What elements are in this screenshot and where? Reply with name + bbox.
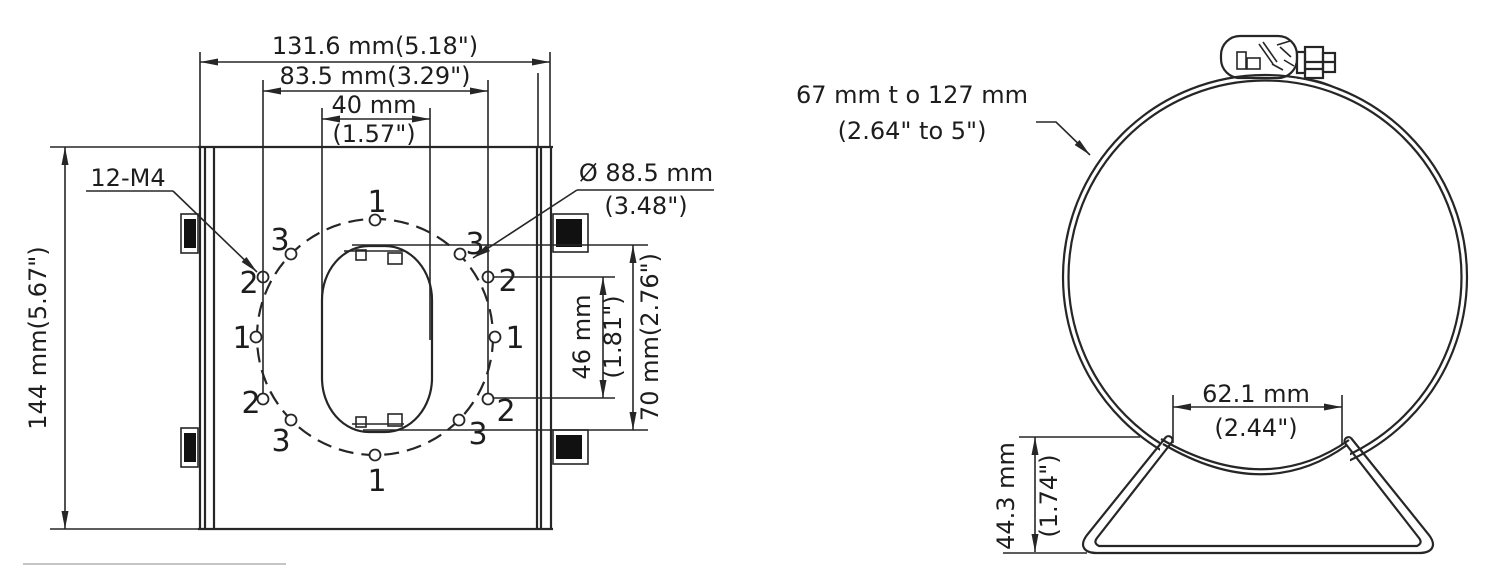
mounting-plate-drawing: 1 3 2 1 2 3 1 3 2 1 2 3 131.6 mm(5.18") … <box>23 32 714 565</box>
hole-1-left <box>249 330 263 344</box>
dim-slot-height: 70 mm(2.76") <box>352 244 664 431</box>
hole-label: 2 <box>498 264 517 299</box>
hole-3-lower-right <box>452 413 466 427</box>
hole-label: 3 <box>270 223 289 258</box>
pole-clamp-drawing: 67 mm t o 127 mm (2.64" to 5") 62.1 mm (… <box>796 34 1469 555</box>
dim-base-height-in-label: (1.74") <box>1035 454 1063 537</box>
side-boss-bottom-right <box>552 429 589 465</box>
center-opening <box>320 244 434 434</box>
dim-overall-width-label: 131.6 mm(5.18") <box>272 32 478 60</box>
clamp-buckle <box>1219 34 1341 91</box>
clamp-range-in-label: (2.64" to 5") <box>838 117 987 145</box>
clamp-range-callout: 67 mm t o 127 mm (2.64" to 5") <box>796 81 1091 156</box>
hole-label: 1 <box>505 321 524 356</box>
bolt-holes <box>249 213 502 462</box>
strap-dip <box>1160 438 1350 476</box>
bolt-circle-in-label: (3.48") <box>604 192 687 220</box>
clamp-range-mm-label: 67 mm t o 127 mm <box>796 81 1028 109</box>
dim-overall-height: 144 mm(5.67") <box>24 146 198 530</box>
dim-hole-span-width: 83.5 mm(3.29") <box>262 62 489 394</box>
dim-slot-width: 40 mm (1.57") <box>321 91 431 340</box>
thread-callout-label: 12-M4 <box>90 164 165 192</box>
hole-3-upper-left <box>284 247 298 261</box>
dim-base-width-in-label: (2.44") <box>1214 414 1297 442</box>
plate-outline <box>198 145 553 531</box>
opening-tabs <box>344 249 404 428</box>
dim-overall-width: 131.6 mm(5.18") <box>199 32 551 146</box>
dim-slot-width-mm-label: 40 mm <box>332 91 417 119</box>
bolt-circle-mm-label: Ø 88.5 mm <box>579 159 713 187</box>
hole-label: 2 <box>241 386 260 421</box>
side-boss-top-left <box>180 213 199 254</box>
hole-labels: 1 3 2 1 2 3 1 3 2 1 2 3 <box>232 185 524 499</box>
hole-2-lower-right <box>481 392 495 406</box>
dim-holes-vertical: 46 mm (1.81") <box>494 276 627 399</box>
dim-overall-height-label: 144 mm(5.67") <box>24 246 52 429</box>
hole-label: 1 <box>232 321 251 356</box>
dim-slot-height-label: 70 mm(2.76") <box>636 253 664 421</box>
thread-callout: 12-M4 <box>86 164 258 273</box>
dim-base-height-mm-label: 44.3 mm <box>992 442 1020 550</box>
side-boss-top-right <box>552 213 589 253</box>
hole-label: 1 <box>367 464 386 499</box>
dim-base-width-mm-label: 62.1 mm <box>1202 380 1310 408</box>
dim-base-height: 44.3 mm (1.74") <box>992 436 1140 554</box>
side-boss-bottom-left <box>180 427 199 468</box>
hole-1-top <box>368 213 382 227</box>
hole-3-upper-right <box>453 247 467 261</box>
hole-1-bottom <box>368 448 382 462</box>
hole-label: 2 <box>496 394 515 429</box>
dim-slot-width-in-label: (1.57") <box>332 120 415 148</box>
dim-holes-vertical-in-label: (1.81") <box>599 295 627 378</box>
hole-label: 3 <box>271 424 290 459</box>
buckle-screw <box>1295 45 1337 80</box>
hole-1-right <box>488 330 502 344</box>
hole-label: 3 <box>468 417 487 452</box>
hole-label: 1 <box>367 185 386 220</box>
dim-base-width: 62.1 mm (2.44") <box>1172 380 1343 445</box>
bolt-circle-callout: Ø 88.5 mm (3.48") <box>472 159 714 259</box>
dim-hole-span-width-label: 83.5 mm(3.29") <box>279 62 470 90</box>
hole-label: 2 <box>239 266 258 301</box>
dim-holes-vertical-mm-label: 46 mm <box>568 295 596 380</box>
hole-3-lower-left <box>284 413 298 427</box>
